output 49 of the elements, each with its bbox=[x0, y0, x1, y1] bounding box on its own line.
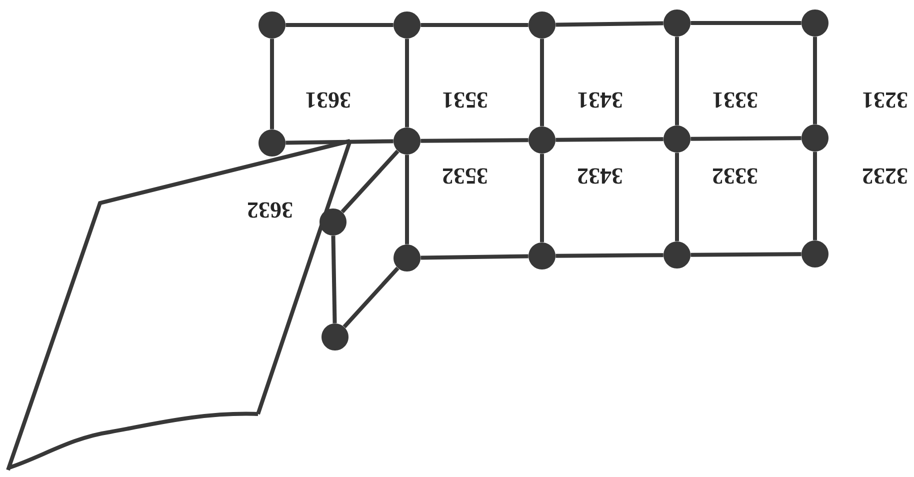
dot bbox=[664, 10, 690, 36]
dot bbox=[258, 130, 286, 156]
line bbox=[331, 236, 337, 324]
cell-number: 3231 bbox=[863, 92, 908, 108]
dot bbox=[394, 12, 420, 38]
dot bbox=[664, 126, 690, 152]
line bbox=[420, 23, 528, 27]
line bbox=[813, 36, 817, 124]
line bbox=[286, 23, 394, 27]
dot bbox=[802, 240, 828, 268]
dot bbox=[394, 244, 420, 272]
line bbox=[556, 21, 664, 27]
cell-number: 3331 bbox=[713, 92, 758, 108]
cell-number: 3432 bbox=[578, 168, 622, 184]
line bbox=[342, 266, 400, 328]
line bbox=[270, 38, 274, 130]
line bbox=[420, 254, 528, 260]
dot bbox=[528, 126, 556, 154]
cell-number: 3332 bbox=[713, 168, 758, 184]
line bbox=[675, 152, 679, 242]
line bbox=[420, 138, 528, 143]
dot bbox=[802, 10, 828, 36]
line bbox=[340, 150, 400, 214]
dot bbox=[528, 12, 556, 38]
cell-number: 3632 bbox=[248, 202, 292, 218]
line bbox=[540, 154, 544, 242]
line bbox=[690, 21, 802, 25]
line bbox=[405, 38, 409, 128]
line bbox=[813, 152, 817, 240]
dot bbox=[320, 208, 346, 236]
line bbox=[405, 154, 409, 244]
cell-number: 3232 bbox=[862, 168, 908, 184]
line bbox=[540, 38, 544, 126]
dot bbox=[664, 242, 690, 268]
cell-number: 3431 bbox=[578, 92, 622, 108]
cell-number: 3532 bbox=[443, 168, 488, 184]
line bbox=[286, 139, 394, 145]
cell-number: 3631 bbox=[306, 92, 350, 108]
dot bbox=[258, 12, 286, 38]
dot bbox=[322, 324, 348, 350]
cell-number: 3531 bbox=[443, 92, 488, 108]
dot bbox=[394, 128, 420, 154]
line bbox=[556, 253, 664, 258]
line bbox=[556, 137, 664, 142]
dot bbox=[528, 242, 556, 270]
line bbox=[675, 36, 679, 126]
line bbox=[690, 136, 802, 141]
line bbox=[690, 252, 802, 257]
dot bbox=[802, 124, 828, 152]
